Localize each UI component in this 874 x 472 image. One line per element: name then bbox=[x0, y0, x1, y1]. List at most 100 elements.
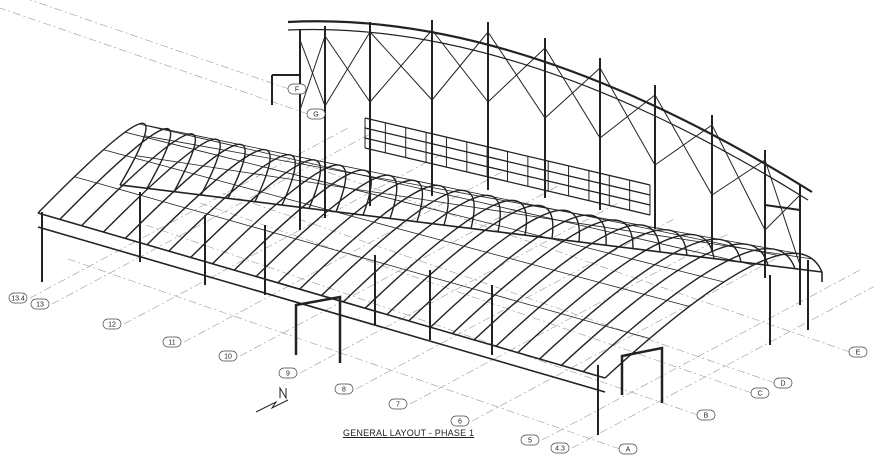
grid-bubble-label: 13.4 bbox=[11, 296, 25, 303]
grid-line bbox=[222, 192, 776, 384]
roof-rib bbox=[37, 122, 147, 214]
grid-line bbox=[299, 202, 619, 374]
grid-bubble-outline bbox=[520, 434, 540, 446]
grid-bubble-label: E bbox=[856, 350, 861, 357]
grid-bubble-D: D bbox=[773, 377, 793, 389]
purlin bbox=[144, 135, 798, 254]
roof-rib bbox=[604, 252, 823, 379]
grid-bubble-13.4: 13.4 bbox=[8, 292, 28, 304]
brace bbox=[487, 47, 546, 103]
grid-bubble-outline bbox=[696, 409, 716, 421]
grid-bubble-10: 10 bbox=[218, 350, 238, 362]
grid-bubble-label: A bbox=[626, 447, 631, 454]
north-arrow-icon bbox=[255, 386, 289, 413]
grid-bubble-5: 5 bbox=[520, 434, 540, 446]
grid-line bbox=[29, 0, 290, 90]
grid-line bbox=[51, 133, 371, 305]
grid-bubble-outline bbox=[8, 292, 28, 304]
grid-bubble-label: 7 bbox=[396, 402, 400, 409]
purlin bbox=[74, 176, 650, 339]
grid-bubble-label: B bbox=[704, 413, 709, 420]
grid-line bbox=[571, 286, 874, 449]
grid-bubble-B: B bbox=[696, 409, 716, 421]
grid-line bbox=[67, 258, 621, 450]
brace bbox=[711, 159, 766, 196]
grid-bubble-E: E bbox=[848, 346, 868, 358]
gable-posts bbox=[271, 74, 801, 235]
grid-bubble-outline bbox=[278, 367, 298, 379]
grid-bubble-outline bbox=[773, 377, 793, 389]
brace bbox=[544, 67, 601, 119]
grid-bubble-8: 8 bbox=[334, 383, 354, 395]
grid-bubble-outline bbox=[306, 108, 326, 120]
purlin bbox=[103, 149, 690, 307]
grid-bubble-outline bbox=[162, 336, 182, 348]
brace bbox=[654, 124, 713, 166]
roof-rib bbox=[81, 133, 197, 227]
grid-line bbox=[183, 171, 503, 343]
grid-bubble-6: 6 bbox=[450, 415, 470, 427]
brace bbox=[369, 29, 433, 103]
grid-bubble-label: 9 bbox=[286, 371, 290, 378]
brace bbox=[431, 31, 489, 101]
grid-bubble-outline bbox=[388, 398, 408, 410]
brace bbox=[299, 35, 326, 111]
grid-bubble-12: 12 bbox=[102, 318, 122, 330]
grid-line bbox=[355, 218, 675, 390]
purlin bbox=[124, 131, 724, 283]
grid-line bbox=[145, 224, 699, 416]
grid-bubble-label: F bbox=[295, 87, 299, 94]
grid-bubble-G: G bbox=[306, 108, 326, 120]
brace bbox=[764, 194, 801, 231]
grid-bubble-label: 11 bbox=[168, 340, 175, 347]
grid-line bbox=[471, 250, 791, 422]
grid-line bbox=[199, 202, 753, 394]
brace bbox=[599, 94, 656, 139]
grid-bubble-outline bbox=[618, 443, 638, 455]
grid-line bbox=[409, 233, 729, 405]
roof-rib bbox=[124, 143, 246, 239]
roof-rib bbox=[582, 247, 796, 373]
purlin bbox=[145, 124, 779, 256]
grid-bubble-A: A bbox=[618, 443, 638, 455]
purlin bbox=[135, 155, 813, 260]
grid-bubble-label: 10 bbox=[224, 354, 232, 361]
steel-frame bbox=[37, 20, 823, 435]
grid-line bbox=[123, 153, 443, 325]
grid-bubble-outline bbox=[848, 346, 868, 358]
drawing-title: GENERAL LAYOUT - PHASE 1 bbox=[343, 428, 475, 438]
brace bbox=[324, 31, 371, 107]
grid-bubble-label: D bbox=[780, 381, 785, 388]
portal-frame bbox=[294, 295, 342, 363]
top-chord bbox=[287, 20, 813, 193]
grid-bubble-outline bbox=[750, 387, 770, 399]
grid-bubble-outline bbox=[334, 383, 354, 395]
purlin bbox=[138, 123, 754, 266]
grid-bubble-outline bbox=[102, 318, 122, 330]
grid-bubble-13: 13 bbox=[30, 298, 50, 310]
grid-bubble-outline bbox=[30, 298, 50, 310]
grid-bubble-outline bbox=[450, 415, 470, 427]
roof-rib bbox=[233, 169, 372, 271]
grid-bubble-4.3: 4.3 bbox=[550, 442, 570, 454]
grid-bubble-label: 4.3 bbox=[555, 446, 565, 453]
grid-bubble-outline bbox=[550, 442, 570, 454]
roof-rib bbox=[168, 154, 296, 252]
grid-bubble-F: F bbox=[287, 83, 307, 95]
grid-lines bbox=[0, 0, 874, 450]
grid-bubble-outline bbox=[287, 83, 307, 95]
grid-line bbox=[297, 161, 851, 353]
eave-truss bbox=[37, 212, 606, 393]
roof-rib bbox=[539, 238, 742, 360]
grid-bubble-label: C bbox=[757, 391, 762, 398]
grid-line bbox=[239, 185, 559, 357]
grid-bubble-outline bbox=[218, 350, 238, 362]
back-eave bbox=[119, 184, 823, 282]
grid-bubble-label: G bbox=[313, 112, 318, 119]
grid-bubble-9: 9 bbox=[278, 367, 298, 379]
grid-bubble-label: 5 bbox=[528, 438, 532, 445]
grid-bubble-C: C bbox=[750, 387, 770, 399]
portal-frame bbox=[620, 346, 664, 403]
grid-bubble-label: 8 bbox=[342, 387, 346, 394]
